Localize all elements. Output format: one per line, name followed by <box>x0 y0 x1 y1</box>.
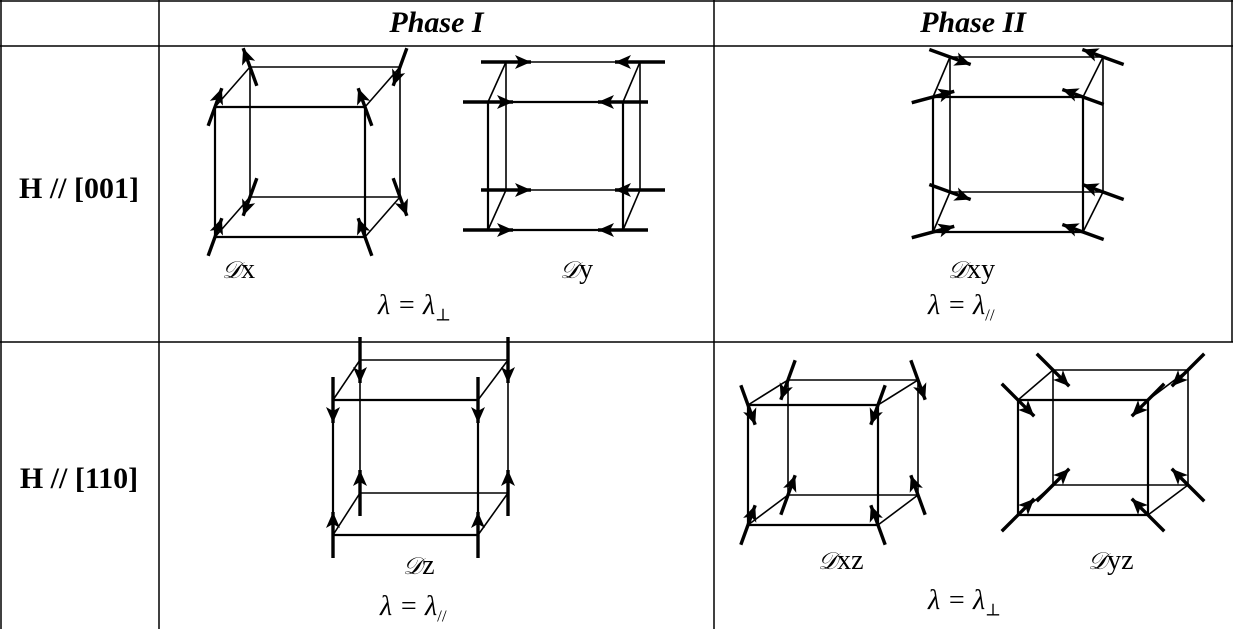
spin-cube-dx <box>206 47 409 257</box>
spin-arrow <box>911 88 955 105</box>
spin-arrow <box>1130 382 1166 418</box>
spin-arrow <box>869 504 887 546</box>
spin-arrow <box>909 359 927 401</box>
spin-arrow <box>501 337 515 383</box>
spin-arrow <box>356 87 374 127</box>
spin-arrow <box>463 95 513 109</box>
spin-arrow <box>1170 352 1206 388</box>
spin-cube-dxy <box>911 47 1125 242</box>
spin-arrow <box>1081 47 1125 67</box>
spin-arrow <box>779 474 797 516</box>
spin-arrow <box>471 512 485 558</box>
spin-arrow <box>391 177 409 217</box>
spin-arrow <box>353 470 367 516</box>
spin-arrow <box>869 384 887 426</box>
spin-arrow <box>909 474 927 516</box>
header-phase-1: Phase I <box>389 6 484 39</box>
spin-arrow <box>1035 467 1071 503</box>
spin-arrow <box>501 470 515 516</box>
spin-arrow <box>598 95 648 109</box>
spin-arrow <box>928 47 972 67</box>
domain-label-dyz: 𝒟yz <box>1088 545 1134 576</box>
lambda-label-phase1-h001: λ = λ⊥ <box>378 290 452 325</box>
spin-arrow <box>598 223 648 237</box>
spin-arrow <box>206 87 224 127</box>
spin-arrow <box>928 182 972 202</box>
spin-arrow <box>241 47 259 87</box>
spin-cube-dyz <box>1000 352 1206 533</box>
spin-arrow <box>1061 87 1105 107</box>
spin-arrow <box>615 183 665 197</box>
spin-arrow <box>1000 382 1036 418</box>
lambda-label-phase1-h110: λ = λ// <box>380 591 447 626</box>
domain-label-dz: 𝒟z <box>403 550 435 581</box>
spin-arrow <box>326 377 340 423</box>
spin-cube-dxz <box>739 359 927 546</box>
spin-arrow <box>481 55 531 69</box>
spin-arrow <box>615 55 665 69</box>
lambda-label-phase2-h001: λ = λ// <box>928 290 995 325</box>
header-phase-2: Phase II <box>920 6 1026 39</box>
spin-arrow <box>779 359 797 401</box>
spin-cube-dz <box>326 337 515 558</box>
row-label-h001: H // [001] <box>19 172 139 205</box>
spin-arrow <box>206 217 224 257</box>
domain-label-dy: 𝒟y <box>560 254 594 285</box>
spin-arrow <box>1130 497 1166 533</box>
domain-label-dxy: 𝒟xy <box>948 254 996 285</box>
spin-arrow <box>463 223 513 237</box>
spin-arrow <box>241 177 259 217</box>
spin-arrow <box>1170 467 1206 503</box>
spin-cube-dy <box>463 55 665 237</box>
spin-arrow <box>1000 497 1036 533</box>
spin-arrow <box>739 504 757 546</box>
domain-label-dx: 𝒟x <box>222 254 256 285</box>
spin-arrow <box>471 377 485 423</box>
spin-arrow <box>739 384 757 426</box>
lambda-label-phase2-h110: λ = λ⊥ <box>928 585 1002 620</box>
spin-arrow <box>391 47 409 87</box>
spin-arrow <box>1061 222 1105 242</box>
spin-arrow <box>481 183 531 197</box>
spin-arrow <box>911 223 955 240</box>
row-label-h110: H // [110] <box>19 462 139 495</box>
spin-arrow <box>1035 352 1071 388</box>
domain-label-dxz: 𝒟xz <box>818 545 864 576</box>
spin-arrow <box>356 217 374 257</box>
spin-arrow <box>1081 182 1125 202</box>
spin-arrow <box>326 512 340 558</box>
spin-arrow <box>353 337 367 383</box>
